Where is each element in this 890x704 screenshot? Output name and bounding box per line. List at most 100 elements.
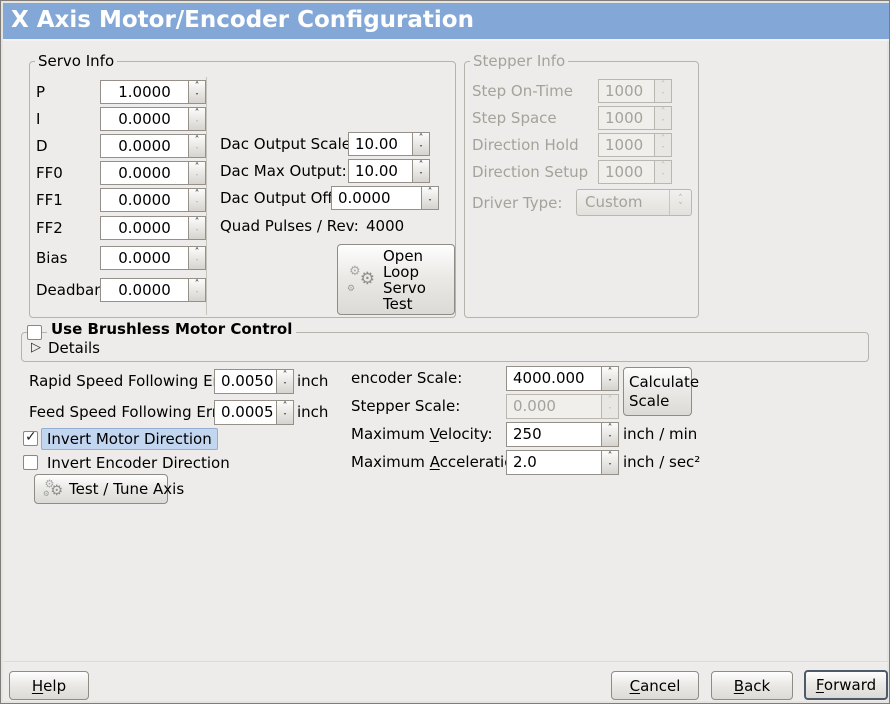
spin-down-icon[interactable]: ˅ (194, 200, 200, 211)
gear-glyph: ⚙ (359, 268, 375, 289)
ff1-spinbox[interactable]: 0.0000 ˄˅ (100, 188, 206, 212)
details-label[interactable]: Details (48, 339, 101, 357)
dac-output-offset-label: Dac Output Offset: (220, 189, 361, 207)
spin-down-icon[interactable]: ˅ (194, 290, 200, 301)
test-tune-axis-button[interactable]: ⚙ ⚙ ⚙ Test / Tune Axis (34, 474, 184, 504)
spin-up-icon[interactable]: ˄ (427, 187, 433, 198)
cancel-button[interactable]: Cancel (611, 671, 699, 700)
spin-down-icon[interactable]: ˅ (607, 463, 613, 473)
gear-glyph: ⚙ (44, 477, 55, 491)
invert-motor-label[interactable]: Invert Motor Direction (41, 428, 218, 450)
dac-max-output-value: 10.00 (355, 162, 398, 180)
p-spinbox[interactable]: 1.0000 ˄˅ (100, 80, 206, 104)
spin-down-icon[interactable]: ˅ (194, 258, 200, 269)
spin-down-icon[interactable]: ˅ (418, 144, 424, 155)
spin-up-icon[interactable]: ˄ (418, 133, 424, 144)
button-label-line: Scale (629, 391, 670, 410)
spin-down-icon[interactable]: ˅ (427, 198, 433, 209)
spin-up-icon[interactable]: ˄ (607, 451, 613, 462)
spin-down-icon: ˅ (660, 172, 666, 183)
rapid-spinner: ˄˅ (276, 370, 293, 393)
i-spinbox[interactable]: 0.0000 ˄˅ (100, 107, 206, 131)
deadband-label: Deadband (36, 281, 114, 299)
spin-down-icon[interactable]: ˅ (418, 171, 424, 182)
stepper-scale-spinbox: 0.000 ˄˅ (506, 394, 619, 419)
spin-up-icon[interactable]: ˄ (194, 81, 200, 92)
spin-up-icon[interactable]: ˄ (194, 162, 200, 173)
use-brushless-label[interactable]: Use Brushless Motor Control (47, 321, 297, 338)
servo-column-divider (206, 77, 207, 315)
spin-down-icon[interactable]: ˅ (194, 119, 200, 130)
driver-type-value: Custom (585, 193, 643, 211)
invert-encoder-label[interactable]: Invert Encoder Direction (47, 454, 230, 472)
spin-down-icon[interactable]: ˅ (282, 382, 288, 392)
dac-output-offset-value: 0.0000 (338, 189, 391, 207)
back-label: Back (733, 676, 771, 695)
calculate-scale-label: Calculate Scale (629, 373, 699, 411)
details-expander-icon[interactable]: ▷ (31, 340, 41, 355)
p-spinner: ˄˅ (188, 81, 205, 103)
spin-down-icon[interactable]: ˅ (282, 413, 288, 423)
invert-encoder-checkbox[interactable] (23, 455, 38, 470)
ff2-spinbox[interactable]: 0.0000 ˄˅ (100, 216, 206, 240)
spin-down-icon[interactable]: ˅ (194, 92, 200, 103)
help-button[interactable]: Help (9, 671, 89, 700)
spin-up-icon[interactable]: ˄ (418, 160, 424, 171)
max-velocity-spinbox[interactable]: 250 ˄˅ (506, 422, 619, 447)
spin-up-icon[interactable]: ˄ (607, 367, 613, 378)
spin-up-icon: ˄ (607, 395, 613, 406)
dac-output-scale-spinner: ˄˅ (412, 133, 429, 155)
calculate-scale-button[interactable]: Calculate Scale (623, 367, 699, 416)
feed-following-error-spinbox[interactable]: 0.0005 ˄˅ (214, 400, 294, 425)
spin-up-icon[interactable]: ˄ (282, 370, 288, 381)
stepper-scale-value: 0.000 (513, 397, 556, 415)
spin-up-icon[interactable]: ˄ (194, 279, 200, 290)
i-label: I (36, 110, 41, 128)
encoder-scale-label: encoder Scale: (351, 369, 463, 387)
deadband-spinbox[interactable]: 0.0000 ˄˅ (100, 278, 206, 302)
ff1-spinner: ˄˅ (188, 189, 205, 211)
spin-up-icon[interactable]: ˄ (607, 423, 613, 434)
direction-hold-label: Direction Hold (472, 136, 579, 154)
ff0-spinbox[interactable]: 0.0000 ˄˅ (100, 161, 206, 185)
spin-up-icon[interactable]: ˄ (282, 401, 288, 412)
encoder-scale-spinbox[interactable]: 4000.000 ˄˅ (506, 366, 619, 391)
use-brushless-checkbox[interactable] (27, 325, 42, 340)
step-on-time-spinner: ˄˅ (654, 80, 671, 102)
combo-down-icon: ˅ (678, 201, 683, 212)
spin-down-icon[interactable]: ˅ (194, 146, 200, 157)
button-label-line: Open (383, 246, 424, 265)
dac-max-output-spinbox[interactable]: 10.00 ˄˅ (348, 159, 430, 183)
open-loop-servo-test-button[interactable]: ⚙ ⚙ ⚙ Open Loop Servo Test (337, 244, 455, 315)
spin-down-icon[interactable]: ˅ (194, 228, 200, 239)
quad-pulses-value: 4000 (366, 217, 405, 235)
dac-output-offset-spinbox[interactable]: 0.0000 ˄˅ (331, 186, 439, 210)
rapid-following-error-spinbox[interactable]: 0.0050 ˄˅ (214, 369, 294, 394)
dac-output-scale-spinbox[interactable]: 10.00 ˄˅ (348, 132, 430, 156)
d-spinbox[interactable]: 0.0000 ˄˅ (100, 134, 206, 158)
invert-motor-checkbox[interactable]: ✓ (23, 429, 38, 446)
spin-down-icon: ˅ (660, 91, 666, 102)
encoder-scale-value: 4000.000 (513, 369, 585, 387)
spin-up-icon[interactable]: ˄ (194, 108, 200, 119)
spin-down-icon[interactable]: ˅ (607, 379, 613, 389)
forward-button[interactable]: Forward (804, 670, 888, 700)
i-spinner: ˄˅ (188, 108, 205, 130)
combo-arrows-icon: ˄˅ (669, 190, 691, 215)
bias-spinbox[interactable]: 0.0000 ˄˅ (100, 246, 206, 270)
gears-icon: ⚙ ⚙ ⚙ (346, 265, 376, 295)
spin-down-icon[interactable]: ˅ (607, 435, 613, 445)
back-button[interactable]: Back (711, 671, 793, 700)
spin-up-icon[interactable]: ˄ (194, 217, 200, 228)
step-space-value: 1000 (605, 109, 644, 127)
gears-icon: ⚙ ⚙ ⚙ (42, 479, 64, 499)
spin-down-icon[interactable]: ˅ (194, 173, 200, 184)
step-space-spinbox: 1000 ˄˅ (598, 106, 672, 130)
max-acceleration-spinbox[interactable]: 2.0 ˄˅ (506, 450, 619, 475)
spin-up-icon: ˄ (660, 107, 666, 118)
spin-up-icon[interactable]: ˄ (194, 247, 200, 258)
max-velocity-spinner: ˄˅ (601, 423, 618, 446)
spin-up-icon[interactable]: ˄ (194, 189, 200, 200)
spin-up-icon[interactable]: ˄ (194, 135, 200, 146)
spin-down-icon: ˅ (607, 407, 613, 417)
